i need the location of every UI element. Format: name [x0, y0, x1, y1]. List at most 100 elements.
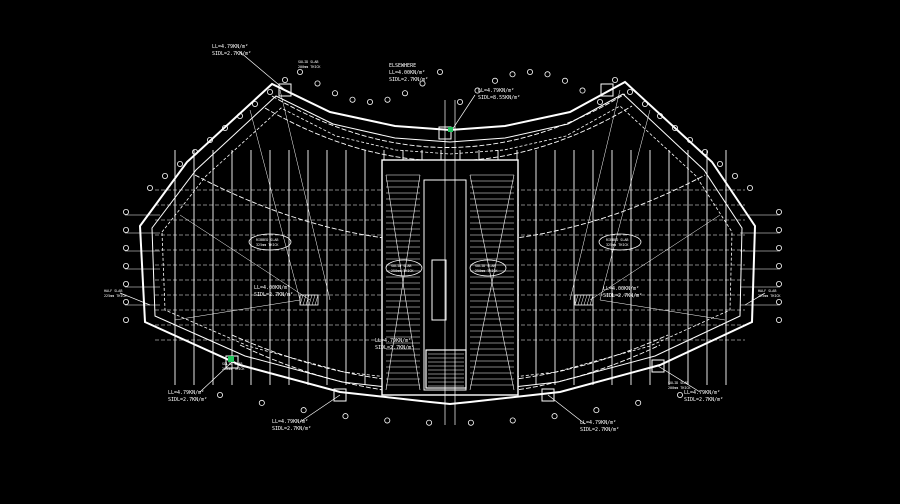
column-marker — [333, 388, 347, 402]
diagonal-line — [599, 109, 651, 301]
grid-bubble — [161, 172, 168, 179]
diagonal-line — [589, 214, 721, 301]
grid-bubble — [123, 244, 130, 251]
grid-bubble — [281, 77, 288, 84]
note-text: LL=4.79KN/m² — [478, 88, 514, 94]
note-text: SIDL=2.7KN/m² — [168, 397, 207, 403]
grid-bubble — [123, 226, 130, 233]
grid-bubble — [191, 148, 198, 155]
grid-bubble — [544, 71, 551, 78]
grid-bubble — [642, 101, 649, 108]
grid-bubble — [776, 208, 783, 215]
grid-bubble — [384, 417, 391, 424]
slab-tag-solid-bl: SOLID SLAB 200mm THICK — [222, 362, 245, 371]
grid-bubble — [687, 136, 694, 143]
grid-bubble — [597, 99, 604, 106]
slab-tag-text: HALF SLAB — [758, 289, 776, 293]
grid-bubble — [776, 316, 783, 323]
slab-tag-text: SOLID SLAB — [222, 362, 242, 366]
grid-bubble — [401, 90, 408, 97]
note-right-mid: LL=4.00KN/m² SIDL=2.7KN/m² — [603, 286, 642, 299]
grid-bubble — [509, 71, 516, 78]
slab-tag-text: 250mm THICK — [391, 269, 414, 273]
grid-bubble — [146, 184, 153, 191]
column-marker — [438, 126, 452, 140]
note-text: SIDL=2.7KN/m² — [603, 293, 642, 299]
note-text: LL=4.00KN/m² — [389, 70, 425, 76]
note-text: LL=4.79KN/m² — [580, 420, 616, 426]
grid-bubble — [236, 113, 243, 120]
note-text: SIDL=2.7KN/m² — [389, 77, 428, 83]
note-text: LL=4.79KN/m² — [375, 338, 411, 344]
grid-bubble — [296, 69, 303, 76]
shaft-opening — [431, 259, 447, 321]
note-text: SIDL=2.7KN/m² — [580, 427, 619, 433]
note-text: SIDL=2.7KN/m² — [272, 426, 311, 432]
grid-bubble — [776, 280, 783, 287]
diagonal-line — [569, 89, 621, 301]
grid-bubble — [206, 136, 213, 143]
core-diagonal — [469, 174, 515, 391]
note-center-low: LL=4.79KN/m² SIDL=2.7KN/m² — [375, 338, 414, 351]
grid-bubble — [491, 77, 498, 84]
grid-bubble — [776, 244, 783, 251]
diagonal-line — [599, 299, 726, 321]
slab-tag-text: 225mm THICK — [104, 294, 127, 298]
green-marker — [228, 356, 234, 362]
grid-bubble — [579, 87, 586, 94]
perimeter-beam-line — [161, 105, 733, 385]
leader-line — [239, 51, 286, 91]
grid-bubble — [349, 96, 356, 103]
grid-bubble — [702, 148, 709, 155]
grid-bubble — [123, 298, 130, 305]
central-core — [381, 100, 519, 425]
grid-bubble — [331, 90, 338, 97]
leader-line — [299, 394, 341, 423]
slab-tag-half-left: HALF SLAB 225mm THICK — [104, 289, 127, 298]
hatch-stroke — [305, 294, 310, 306]
slab-tag-ribbed-left: RIBBED SLAB 325mm THICK — [248, 233, 292, 251]
hatch-stroke — [577, 294, 582, 306]
leader-line — [744, 292, 766, 306]
grid-bubble — [123, 316, 130, 323]
grid-bubble — [717, 160, 724, 167]
slab-tag-core-right: SOLID SLAB 250mm THICK — [469, 259, 507, 277]
hatch-stroke — [299, 294, 304, 306]
grid-bubble — [123, 280, 130, 287]
slab-tag-core-left: SOLID SLAB 250mm THICK — [385, 259, 423, 277]
slab-tag-text: 325mm THICK — [256, 243, 279, 247]
note-text: LL=4.79KN/m² — [212, 44, 248, 50]
hatch-stroke — [589, 294, 594, 306]
slab-tag-text: HALF SLAB — [104, 289, 122, 293]
grid-bubble — [747, 184, 754, 191]
grid-bubble — [436, 69, 443, 76]
slab-tag-text: RIBBED SLAB — [606, 238, 628, 242]
slab-tag-half-right: HALF SLAB 225mm THICK — [758, 289, 781, 298]
slab-inner-edge — [151, 93, 743, 395]
note-text: SIDL=8.55KN/m² — [478, 95, 520, 101]
core-diagonal — [385, 174, 421, 391]
hatch-stroke — [586, 294, 591, 306]
grid-bubble — [732, 172, 739, 179]
column-marker — [541, 388, 555, 402]
note-text: LL=4.79KN/m² — [684, 390, 720, 396]
grid-bubble — [776, 226, 783, 233]
grid-bubble — [551, 413, 558, 420]
slab-tag-ribbed-right: RIBBED SLAB 325mm THICK — [598, 233, 642, 251]
note-bottom-right: LL=4.79KN/m² SIDL=2.7KN/m² — [684, 390, 723, 403]
grid-bubble — [657, 113, 664, 120]
grid-bubble — [366, 99, 373, 106]
hatched-areas — [225, 83, 665, 402]
grid-bubble — [384, 96, 391, 103]
note-text: SIDL=2.7KN/m² — [684, 397, 723, 403]
note-text: SIDL=2.7KN/m² — [254, 292, 293, 298]
grid-bubble — [562, 77, 569, 84]
leader-line — [451, 94, 476, 131]
grid-bubble — [593, 407, 600, 414]
slab-tag-text: SOLID SLAB — [475, 264, 495, 268]
slab-tag-text: 225mm THICK — [758, 294, 781, 298]
note-top-center: LL=4.79KN/m² SIDL=8.55KN/m² — [478, 88, 520, 101]
hatch-stroke — [308, 294, 313, 306]
grid-bubble — [251, 101, 258, 108]
